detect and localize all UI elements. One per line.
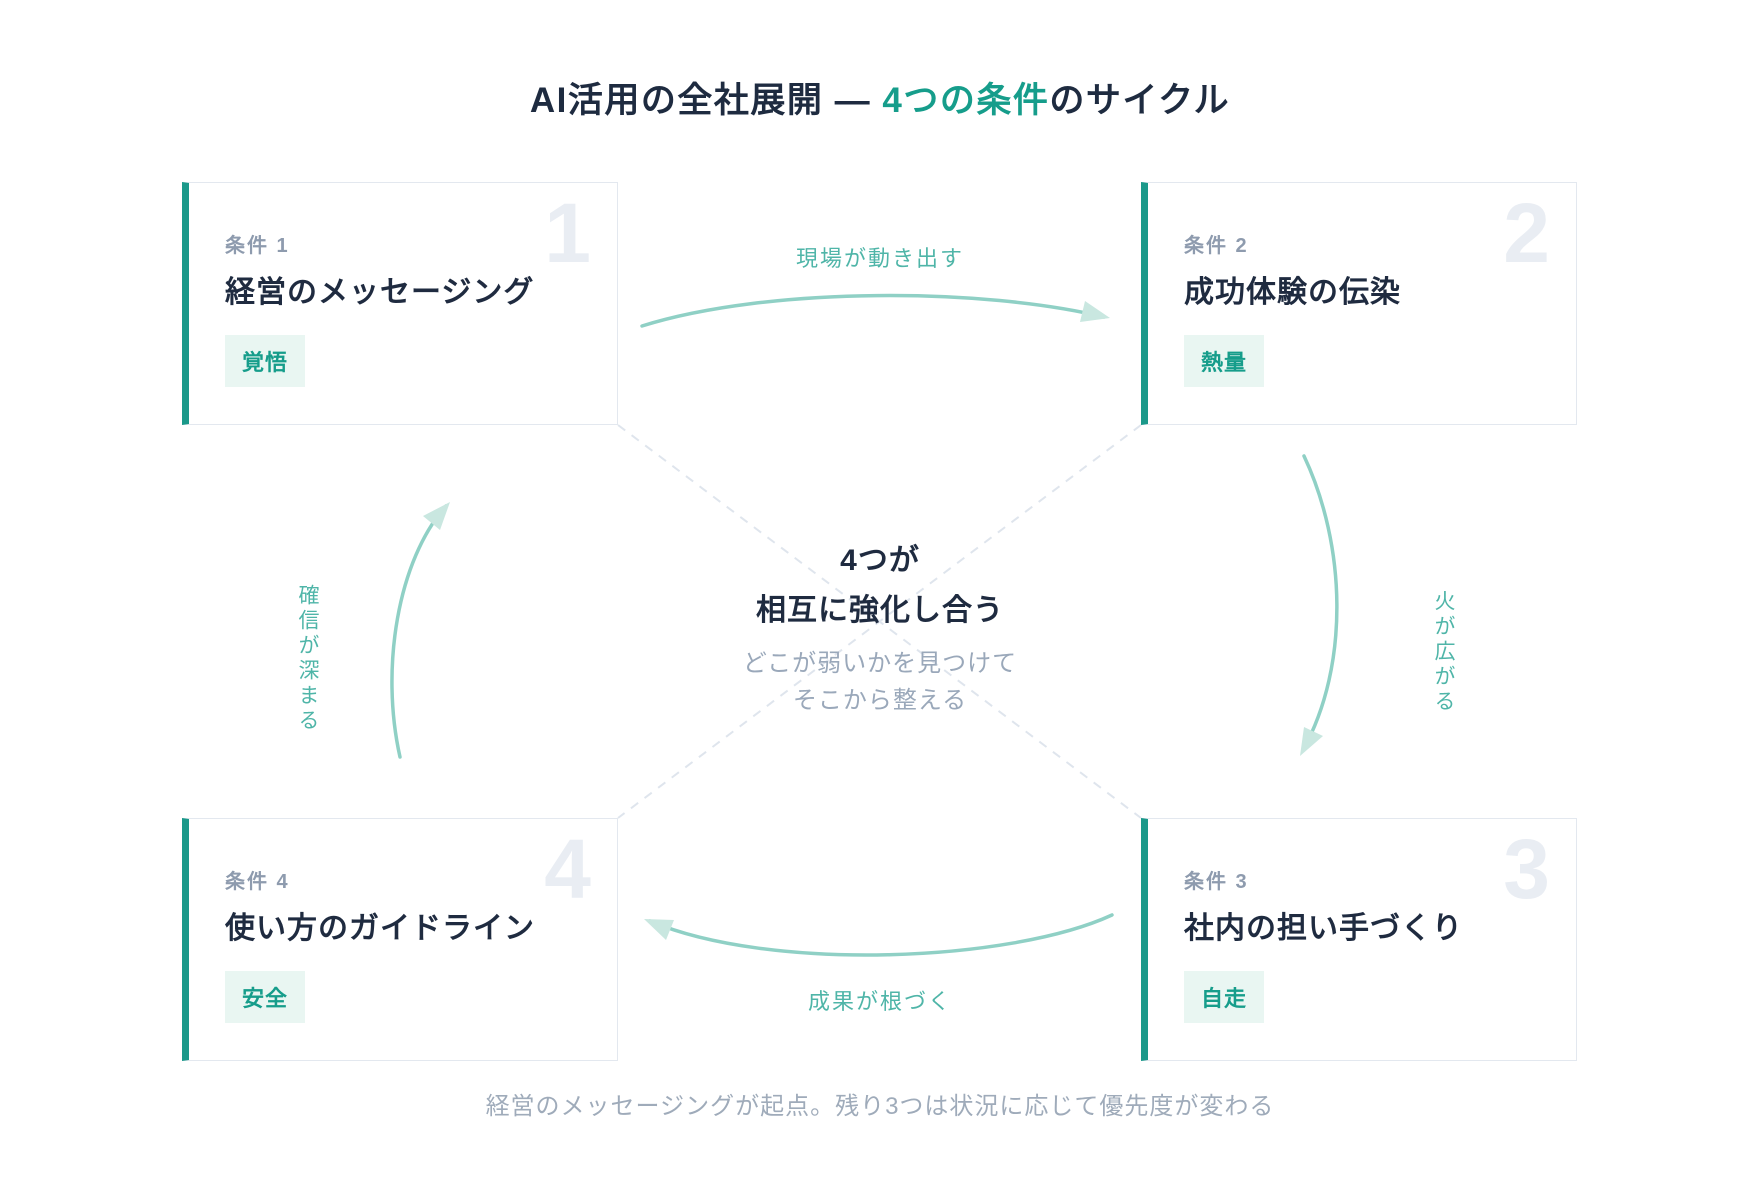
arrow-right-curve [1301, 454, 1339, 752]
title-suffix: のサイクル [1049, 81, 1231, 120]
card-badge: 安全 [225, 971, 306, 1023]
arrowhead-left [423, 502, 450, 530]
card-ghost-number: 3 [1503, 822, 1550, 916]
title-prefix: AI活用の全社展開 — [529, 81, 883, 120]
condition-card-3: 3 条件 3 社内の担い手づくり 自走 [1141, 818, 1577, 1061]
diagonal-dashed-lines [617, 424, 1142, 819]
card-badge: 熱量 [1184, 335, 1265, 387]
center-subtext-line2: そこから整える [792, 687, 968, 714]
card-label: 条件 2 [1184, 235, 1249, 257]
condition-card-2: 2 条件 2 成功体験の伝染 熱量 [1141, 182, 1577, 425]
card-label: 条件 3 [1184, 871, 1249, 893]
card-title: 社内の担い手づくり [1184, 912, 1463, 945]
arrow-left-curve [390, 504, 448, 759]
arrow-label-left: 確信が深まる [296, 584, 319, 734]
arrow-top-curve [640, 293, 1106, 328]
center-heading-line1: 4つが [840, 544, 920, 577]
arrow-label-right: 火が広がる [1432, 590, 1455, 715]
card-badge: 覚悟 [225, 335, 306, 387]
card-badge: 自走 [1184, 971, 1265, 1023]
arrow-bottom-curve [648, 913, 1114, 957]
card-title: 使い方のガイドライン [225, 912, 535, 945]
footnote: 経営のメッセージングが起点。残り3つは状況に応じて優先度が変わる [485, 1093, 1275, 1120]
arrow-label-top: 現場が動き出す [795, 246, 964, 271]
condition-card-1: 1 条件 1 経営のメッセージング 覚悟 [182, 182, 618, 425]
card-ghost-number: 1 [544, 186, 591, 280]
center-message: 4つが 相互に強化し合う どこが弱いかを見つけて そこから整える [0, 536, 1760, 719]
card-title: 経営のメッセージング [225, 276, 535, 309]
arrowhead-top [1080, 301, 1110, 322]
cycle-arrowheads [423, 301, 1323, 940]
arrow-label-bottom: 成果が根づく [807, 989, 952, 1014]
dashed-line-2-to-4 [617, 424, 1142, 819]
center-heading-line2: 相互に強化し合う [756, 594, 1004, 627]
card-ghost-number: 2 [1503, 186, 1550, 280]
cycle-arrows [390, 293, 1339, 957]
card-ghost-number: 4 [544, 822, 591, 916]
condition-card-4: 4 条件 4 使い方のガイドライン 安全 [182, 818, 618, 1061]
arrowhead-right [1300, 727, 1323, 756]
card-label: 条件 4 [225, 871, 290, 893]
card-label: 条件 1 [225, 235, 290, 257]
title-highlight: 4つの条件 [882, 81, 1050, 120]
card-title: 成功体験の伝染 [1184, 276, 1401, 309]
arrowhead-bottom [644, 919, 674, 940]
center-subtext-line1: どこが弱いかを見つけて [742, 650, 1018, 677]
page-title: AI活用の全社展開 — 4つの条件のサイクル [0, 72, 1760, 123]
